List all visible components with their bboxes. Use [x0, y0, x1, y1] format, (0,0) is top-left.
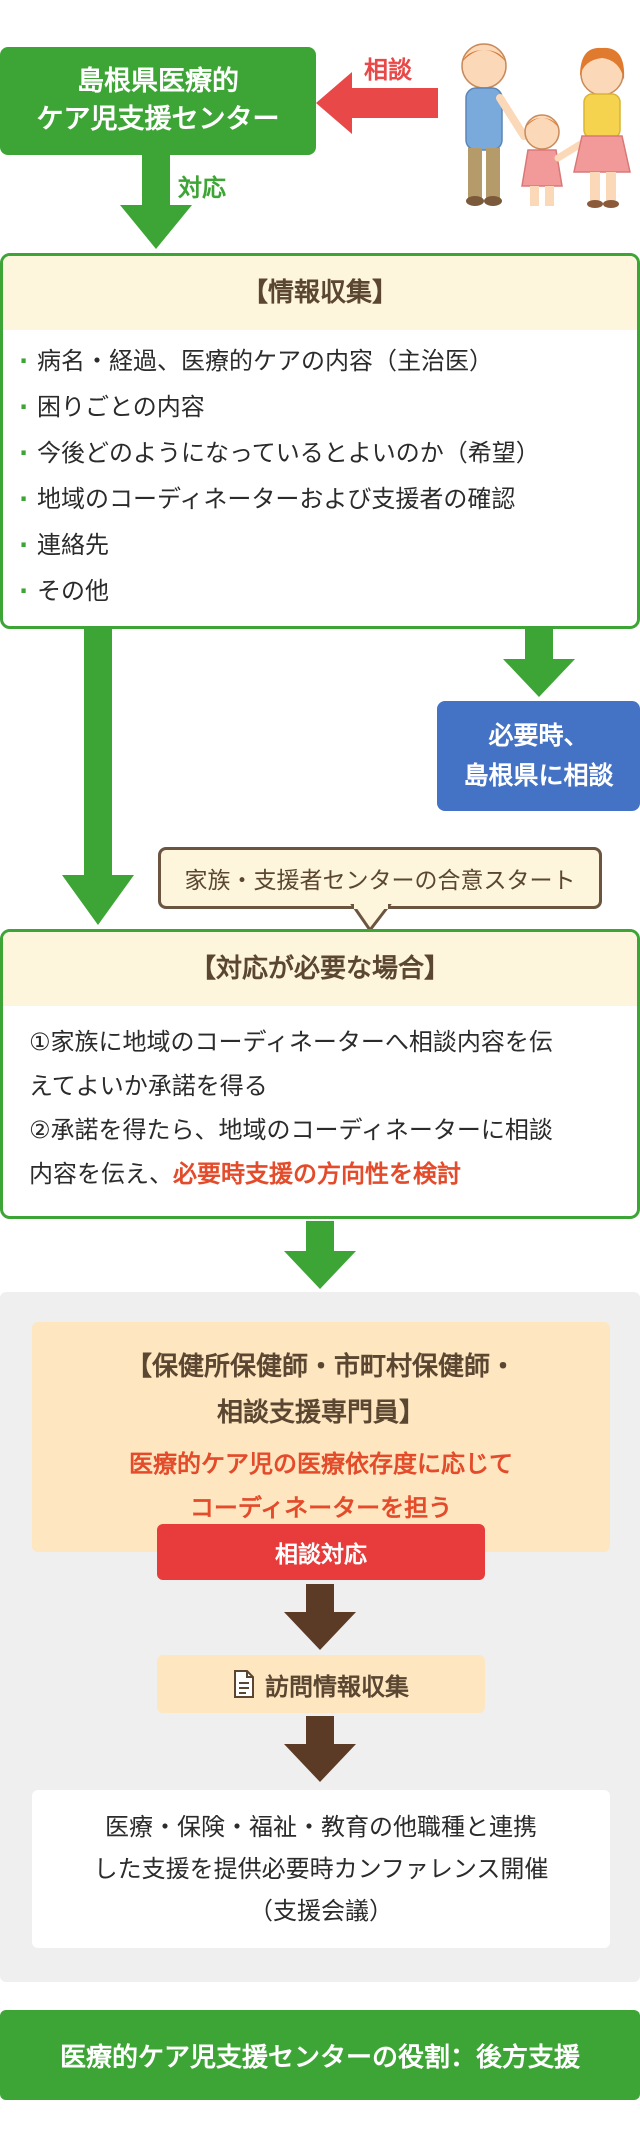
coordinator-box: 【保健所保健師・市町村保健師・ 相談支援専門員】 医療的ケア児の医療依存度に応じ… — [32, 1322, 610, 1552]
prefecture-line1: 必要時、 — [488, 721, 589, 750]
collaboration-box: 医療・保険・福祉・教育の他職種と連携 した支援を提供必要時カンファレンス開催 （… — [32, 1790, 610, 1948]
bubble-tail — [350, 904, 392, 932]
document-icon — [234, 1670, 254, 1698]
prefecture-consult-box: 必要時、 島根県に相談 — [437, 701, 640, 811]
brown-arrow-1 — [284, 1584, 356, 1650]
agreement-text: 家族・支援者センターの合意スタート — [184, 868, 576, 894]
response-label: 対応 — [178, 174, 226, 202]
visit-info-box: 訪問情報収集 — [157, 1655, 485, 1713]
agreement-bubble: 家族・支援者センターの合意スタート — [158, 847, 602, 909]
consult-response-badge: 相談対応 — [157, 1524, 485, 1580]
prefecture-line2: 島根県に相談 — [463, 761, 614, 790]
info-collection-card: 【情報収集】 ·病名・経過、医療的ケアの内容（主治医） ·困りごとの内容 ·今後… — [0, 253, 640, 629]
flow-arrow-to-coordinator — [284, 1221, 356, 1289]
info-item: ·連絡先 — [19, 531, 109, 559]
coordinator-sub-2: コーディネーターを担う — [189, 1494, 453, 1522]
info-card-title: 【情報収集】 — [3, 256, 637, 330]
collab-line-3: （支援会議） — [249, 1897, 393, 1925]
info-item: ·地域のコーディネーターおよび支援者の確認 — [19, 485, 516, 513]
center-name-line2: ケア児支援センター — [36, 104, 280, 135]
consult-label: 相談 — [364, 56, 412, 84]
collab-line-1: 医療・保険・福祉・教育の他職種と連携 — [105, 1813, 537, 1841]
flow-arrow-to-prefecture — [503, 629, 575, 697]
action-needed-card: 【対応が必要な場合】 ①家族に地域のコーディネーターへ相談内容を伝 えてよいか承… — [0, 929, 640, 1219]
action-step-1b: えてよいか承諾を得る — [29, 1072, 268, 1100]
consult-response-label: 相談対応 — [275, 1542, 367, 1568]
action-step-2a: ②承諾を得たら、地域のコーディネーターに相談 — [29, 1116, 553, 1144]
action-step-2b: 内容を伝え、必要時支援の方向性を検討 — [29, 1160, 461, 1188]
center-name-line1: 島根県医療的 — [77, 66, 239, 97]
visit-label: 訪問情報収集 — [265, 1672, 409, 1701]
family-illustration — [461, 43, 631, 208]
info-item: ·困りごとの内容 — [19, 393, 205, 421]
response-arrow — [120, 155, 192, 249]
action-step-1a: ①家族に地域のコーディネーターへ相談内容を伝 — [29, 1028, 553, 1056]
action-card-title: 【対応が必要な場合】 — [3, 932, 637, 1006]
info-item: ·その他 — [19, 577, 109, 605]
support-center-box: 島根県医療的 ケア児支援センター — [0, 47, 316, 155]
collab-line-2: した支援を提供必要時カンファレンス開催 — [93, 1855, 549, 1883]
brown-arrow-2 — [284, 1716, 356, 1782]
info-list: ·病名・経過、医療的ケアの内容（主治医） ·困りごとの内容 ·今後どのようになっ… — [3, 330, 637, 614]
coordinator-sub-1: 医療的ケア児の医療依存度に応じて — [129, 1450, 513, 1478]
info-item: ·今後どのようになっているとよいのか（希望） — [19, 439, 540, 467]
support-direction-highlight: 必要時支援の方向性を検討 — [173, 1160, 461, 1188]
action-steps: ①家族に地域のコーディネーターへ相談内容を伝 えてよいか承諾を得る ②承諾を得た… — [3, 1006, 637, 1196]
coordinator-title-2: 相談支援専門員】 — [216, 1398, 425, 1428]
info-item: ·病名・経過、医療的ケアの内容（主治医） — [19, 347, 493, 375]
coordinator-title-1: 【保健所保健師・市町村保健師・ — [125, 1352, 516, 1382]
consult-arrow — [316, 72, 438, 134]
flow-arrow-long — [62, 629, 134, 925]
center-role-text: 医療的ケア児支援センターの役割：後方支援 — [59, 2042, 580, 2073]
center-role-footer: 医療的ケア児支援センターの役割：後方支援 — [0, 2010, 640, 2100]
